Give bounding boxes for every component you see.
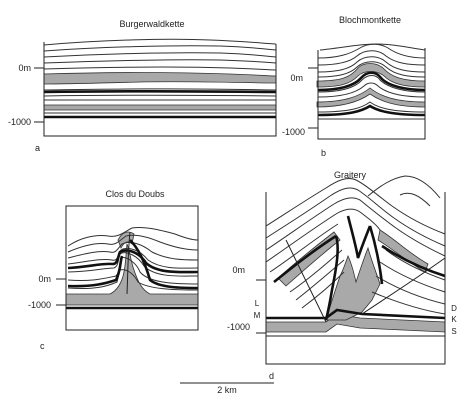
panel-d-unit-K: K (451, 315, 457, 324)
panel-b-stratum (317, 50, 426, 66)
panel-b-thick-horizon (317, 71, 426, 92)
panel-c: Clos du Doubs 0m -1000 c (28, 189, 199, 351)
panel-a-depth-0m: 0m (18, 63, 31, 73)
panel-d-stratum (265, 195, 331, 239)
panel-a-frame (43, 42, 277, 137)
panel-b-stratum (317, 101, 426, 113)
panel-c-depth-0m: 0m (38, 274, 51, 284)
panel-a-stratum (43, 59, 277, 64)
panel-d-unit-L: L (255, 299, 260, 308)
panel-d-stratum (325, 177, 393, 207)
panel-d-depth-0m: 0m (232, 265, 245, 275)
panel-d-depth-1000: -1000 (227, 322, 250, 332)
panel-d-stratum (269, 223, 339, 273)
panel-c-thick-horizon (129, 239, 199, 290)
panel-b-stratum (317, 75, 426, 93)
panel-d-thick-horizon (368, 225, 384, 285)
panel-b-stratum (317, 61, 426, 78)
panel-a-grey-layer-lower (43, 104, 277, 111)
panel-d-stratum (393, 217, 446, 247)
panel-a-stratum (43, 88, 277, 91)
panel-a-stratum (43, 94, 277, 97)
panel-d-thick-horizon (381, 244, 446, 278)
panel-d-fault-left (285, 239, 327, 323)
panel-c-stratum (67, 234, 199, 253)
panel-c-thick-horizon (67, 255, 124, 288)
panel-d-stratum (391, 205, 446, 235)
panel-b: Blochmontkette 0m -1000 b (282, 15, 426, 158)
panel-d-stratum (335, 208, 381, 231)
panel-d-fault-right (361, 257, 446, 315)
panel-d-stratum (367, 175, 441, 199)
panel-c-stratum (67, 227, 199, 247)
panel-b-title: Blochmontkette (339, 15, 401, 25)
panel-d-thick-horizon (324, 235, 339, 321)
panel-d-unit-S: S (451, 327, 456, 336)
panel-d-stratum (385, 249, 446, 281)
scale-bar-label: 2 km (217, 385, 237, 395)
panel-d-stratum (329, 187, 395, 219)
panel-d: Graitery (227, 170, 457, 381)
panel-b-stratum (317, 56, 426, 73)
panel-c-letter: c (40, 341, 45, 351)
panel-d-stratum (375, 275, 446, 305)
panel-b-stratum (317, 82, 426, 98)
panel-d-thick-horizon (346, 215, 372, 259)
panel-d-stratum (333, 197, 397, 229)
panel-c-stratum (67, 269, 199, 291)
panel-c-title: Clos du Doubs (105, 189, 165, 199)
panel-a-stratum (43, 52, 277, 58)
panel-a-stratum (43, 66, 277, 71)
panel-d-thick-horizon (273, 234, 337, 284)
panel-d-stratum (379, 261, 446, 293)
panel-d-unit-D: D (451, 304, 457, 313)
panel-a-depth-1000: -1000 (8, 117, 31, 127)
panel-d-stratum (265, 187, 327, 227)
panel-c-stratum (67, 241, 199, 261)
panel-d-title: Graitery (334, 170, 367, 180)
scale-bar: 2 km (180, 382, 274, 395)
panel-b-stratum (319, 43, 426, 51)
panel-d-stratum (399, 192, 431, 207)
panel-d-stratum (265, 203, 335, 251)
panel-c-stratum (67, 247, 199, 269)
panel-d-frame (265, 192, 446, 365)
panel-c-frame (65, 205, 199, 331)
panel-a-thick-horizon (43, 89, 277, 94)
panel-b-frame (317, 48, 426, 140)
panel-c-fault (126, 231, 131, 295)
panel-c-depth-1000: -1000 (28, 300, 51, 310)
panel-d-stratum (371, 291, 446, 315)
panel-d-unit-M: M (254, 311, 261, 320)
panel-a-letter: a (35, 143, 40, 153)
panel-b-stratum (317, 43, 426, 59)
panel-d-thick-horizon (266, 308, 446, 320)
panel-c-thick-horizon (67, 249, 199, 274)
panel-d-stratum (265, 213, 337, 263)
panel-a-stratum (43, 38, 277, 46)
panel-d-stratum (395, 227, 446, 257)
panel-d-letter: d (269, 371, 274, 381)
panel-a-grey-layer (43, 72, 277, 85)
panel-a-title: Burgerwaldkette (119, 19, 184, 29)
panel-b-letter: b (321, 148, 326, 158)
panel-b-thick-horizon (317, 104, 426, 117)
panel-a-stratum (43, 45, 277, 52)
panel-b-depth-0m: 0m (290, 73, 303, 83)
panel-b-depth-1000: -1000 (282, 127, 305, 137)
panel-d-stratum (301, 271, 345, 309)
panel-a: Burgerwaldkette 0m -1000 a (8, 19, 277, 153)
panel-d-stratum (295, 259, 345, 301)
